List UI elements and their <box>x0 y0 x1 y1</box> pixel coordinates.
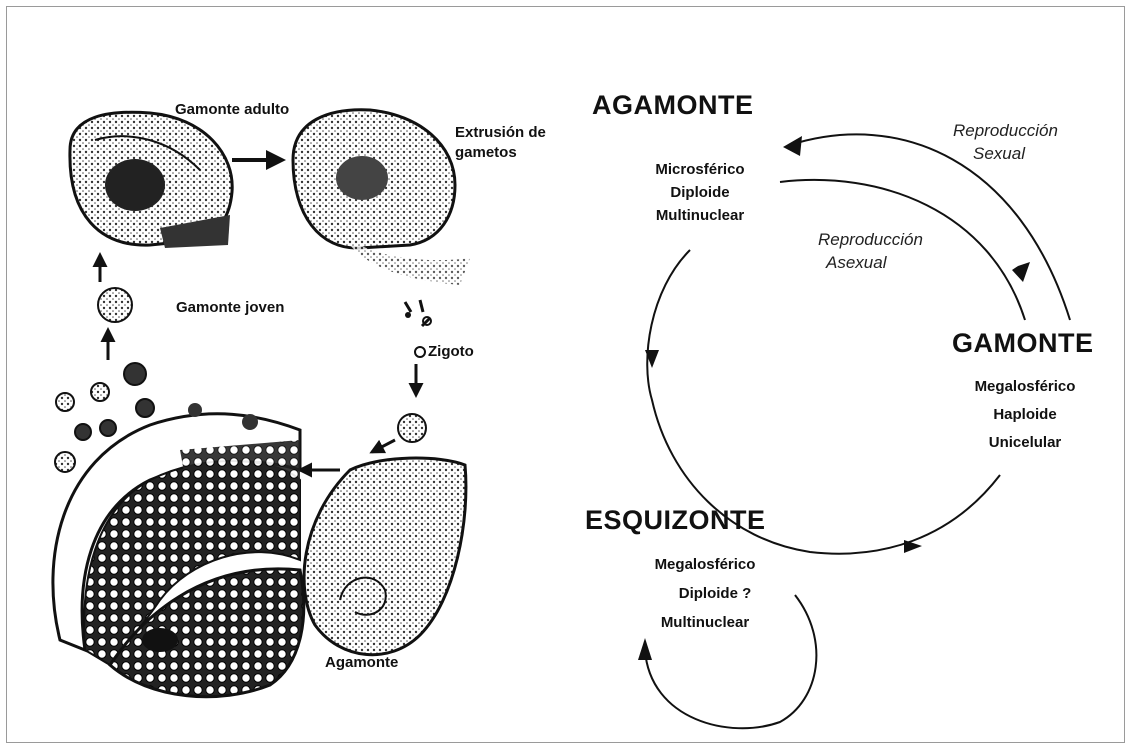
agamonte-shell <box>304 458 466 655</box>
cycle-title-gamonte: GAMONTE <box>952 328 1094 359</box>
esquizonte-line-3: Multinuclear <box>640 613 770 633</box>
label-reproduccion-asexual-1: Reproducción <box>818 229 923 251</box>
label-reproduccion-sexual-1: Reproducción <box>953 120 1058 142</box>
agamonte-line-2: Diploide <box>640 183 760 203</box>
label-reproduccion-asexual-2: Asexual <box>826 252 886 274</box>
extrusion-shell <box>293 110 470 285</box>
label-zigoto: Zigoto <box>428 342 474 362</box>
label-gamonte-adulto: Gamonte adulto <box>175 100 289 120</box>
esquizonte-line-2: Diploide ? <box>650 584 780 604</box>
arrow-zygote-to-agamonte <box>372 440 395 452</box>
label-agamonte-illustration: Agamonte <box>325 653 398 673</box>
zigoto-circle <box>415 347 425 357</box>
cycle-title-esquizonte: ESQUIZONTE <box>585 505 766 536</box>
agamonte-line-1: Microsférico <box>640 160 760 180</box>
label-reproduccion-sexual-2: Sexual <box>973 143 1025 165</box>
young-zygote <box>398 414 426 442</box>
gamonte-line-1: Megalosférico <box>960 377 1090 397</box>
label-gamonte-joven: Gamonte joven <box>176 298 284 318</box>
gametes <box>405 300 431 326</box>
label-extrusion-line1: Extrusión de <box>455 123 546 143</box>
schizont-broken-shell <box>53 414 304 697</box>
agamonte-line-3: Multinuclear <box>640 206 760 226</box>
gamonte-joven-shell <box>98 288 132 322</box>
cycle-title-agamonte: AGAMONTE <box>592 90 754 121</box>
esquizonte-line-1: Megalosférico <box>640 555 770 575</box>
label-extrusion-line2: gametos <box>455 143 517 163</box>
gamonte-line-2: Haploide <box>960 405 1090 425</box>
gamonte-line-3: Unicelular <box>960 433 1090 453</box>
cycle-sexual-arc <box>790 134 1070 320</box>
gamonte-adulto-shell <box>70 112 232 248</box>
